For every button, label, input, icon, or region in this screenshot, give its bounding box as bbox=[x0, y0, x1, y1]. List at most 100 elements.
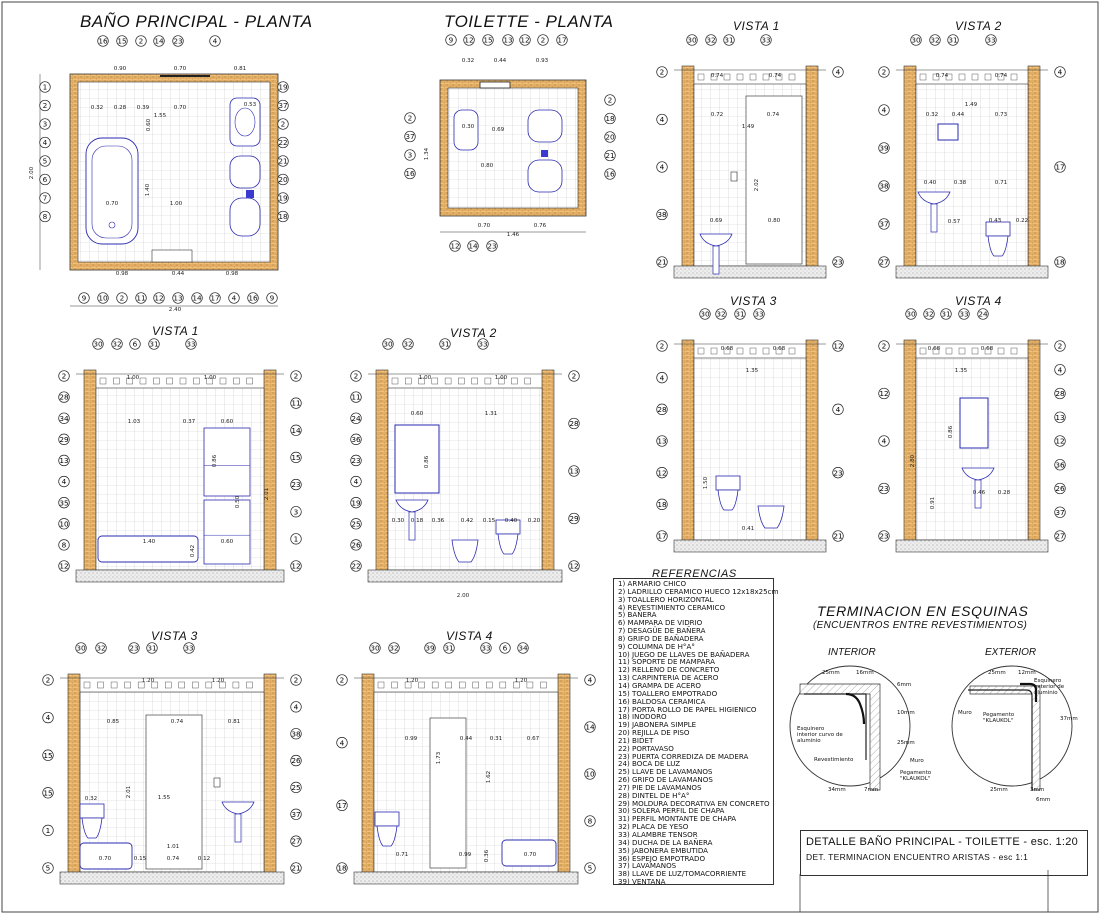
dimension-label: 0.70 bbox=[106, 201, 119, 207]
side-callout: 10 bbox=[584, 768, 596, 780]
callout-bubble bbox=[209, 35, 221, 47]
svg-text:28: 28 bbox=[569, 419, 579, 428]
svg-text:4: 4 bbox=[660, 373, 665, 382]
dimension-label: 1.03 bbox=[128, 419, 141, 425]
callout-bubble bbox=[228, 292, 240, 304]
svg-text:25: 25 bbox=[351, 519, 360, 528]
dimension-label: 0.70 bbox=[174, 66, 187, 72]
side-callout: 38 bbox=[878, 180, 890, 192]
wall-right bbox=[263, 369, 277, 571]
dimension-label: 0.81 bbox=[228, 719, 241, 725]
wall-right bbox=[1027, 339, 1041, 541]
callout-number: 23 bbox=[173, 37, 183, 46]
exterior-wall-section bbox=[969, 685, 1041, 791]
side-callout: 17 bbox=[1054, 161, 1066, 173]
reference-item: 33) ALAMBRE TENSOR bbox=[618, 830, 698, 839]
svg-text:5: 5 bbox=[588, 864, 593, 873]
dimension-label: 0.20 bbox=[528, 518, 541, 524]
int-muro-label: Muro bbox=[910, 758, 924, 764]
side-callout: 17 bbox=[336, 799, 348, 811]
dimension-label: 0.15 bbox=[134, 856, 147, 862]
callout-number: 30 bbox=[687, 36, 697, 45]
svg-text:4: 4 bbox=[354, 477, 359, 486]
floor-slab bbox=[59, 871, 285, 885]
svg-text:29: 29 bbox=[59, 435, 69, 444]
svg-text:21: 21 bbox=[291, 864, 300, 873]
wall-right bbox=[1027, 65, 1041, 267]
side-callout: 2 bbox=[568, 370, 580, 382]
callout-bubble bbox=[129, 338, 141, 350]
dimension-label: 0.74 bbox=[936, 73, 949, 79]
svg-text:26: 26 bbox=[351, 540, 361, 549]
side-callout: 36 bbox=[350, 433, 362, 445]
side-callout: 12 bbox=[1054, 435, 1066, 447]
dimension-label: 1.35 bbox=[746, 368, 759, 374]
title-bano-vista-1: VISTA 1 bbox=[152, 324, 199, 338]
title-toilette-vista-3: VISTA 3 bbox=[730, 294, 777, 308]
callout-number: 21 bbox=[278, 157, 287, 166]
dimension-label: 0.36 bbox=[484, 849, 490, 862]
svg-text:29: 29 bbox=[569, 514, 579, 523]
washbasin-icon bbox=[453, 109, 479, 151]
svg-text:4: 4 bbox=[294, 702, 299, 711]
callout-bubble bbox=[723, 34, 735, 46]
side-callout: 17 bbox=[656, 530, 668, 542]
callout-number: 12 bbox=[464, 36, 473, 45]
callout-number: 4 bbox=[43, 138, 48, 147]
callout-number: 9 bbox=[270, 294, 275, 303]
dimension-label: 0.98 bbox=[226, 271, 239, 277]
callout-number: 32 bbox=[706, 36, 715, 45]
reference-item: 7) DESAGÜE DE BAÑERA bbox=[618, 626, 706, 636]
reference-item: 30) SOLERA PERFIL DE CHAPA bbox=[618, 806, 725, 816]
side-callout: 12 bbox=[58, 560, 70, 572]
callout-bubble bbox=[910, 34, 922, 46]
svg-text:4: 4 bbox=[340, 738, 345, 747]
callout-number: 32 bbox=[716, 310, 725, 319]
side-callout: 13 bbox=[1054, 411, 1066, 423]
dimension-label: 0.80 bbox=[768, 218, 781, 224]
reference-item: 37) LAVAMANOS bbox=[618, 861, 677, 871]
bidet-icon bbox=[527, 159, 563, 193]
dimension-label: 0.32 bbox=[462, 58, 474, 64]
svg-text:28: 28 bbox=[657, 405, 667, 414]
callout-bubble bbox=[277, 81, 289, 93]
callout-number: 13 bbox=[173, 294, 183, 303]
callout-bubble bbox=[604, 112, 616, 125]
callout-bubble bbox=[923, 308, 935, 320]
reference-item: 4) REVESTIMIENTO CERAMICO bbox=[618, 602, 726, 612]
callout-bubble bbox=[402, 338, 414, 350]
dimension-label: 0.74 bbox=[171, 719, 184, 725]
side-callout: 22 bbox=[350, 560, 362, 572]
svg-text:35: 35 bbox=[59, 498, 68, 507]
side-callout: 29 bbox=[58, 433, 70, 445]
int-revestimiento-label: Revestimiento bbox=[814, 757, 854, 763]
callout-number: 2 bbox=[139, 37, 144, 46]
dimension-label: 0.70 bbox=[524, 852, 537, 858]
side-callout: 2 bbox=[336, 674, 348, 686]
toilet-icon bbox=[717, 489, 739, 511]
callout-number: 31 bbox=[735, 310, 744, 319]
side-callout: 28 bbox=[1054, 387, 1066, 400]
svg-text:15: 15 bbox=[43, 788, 52, 797]
callout-number: 2 bbox=[541, 36, 546, 45]
door-opening bbox=[151, 249, 193, 263]
callout-bubble bbox=[604, 149, 616, 162]
callout-number: 33 bbox=[478, 340, 488, 349]
callout-number: 32 bbox=[924, 310, 933, 319]
basin-pedestal-icon bbox=[974, 479, 982, 509]
callout-bubble bbox=[449, 240, 461, 252]
mirror-icon bbox=[937, 123, 959, 141]
callout-bubble bbox=[92, 338, 104, 350]
dimension-label: 0.28 bbox=[114, 105, 127, 111]
callout-bubble bbox=[153, 35, 165, 47]
callout-number: 11 bbox=[136, 294, 145, 303]
callout-number: 1 bbox=[43, 83, 48, 92]
svg-text:14: 14 bbox=[585, 723, 595, 732]
callout-number: 32 bbox=[403, 340, 412, 349]
side-callout: 15 bbox=[42, 749, 54, 761]
callout-bubble bbox=[277, 99, 289, 112]
int-dim-16: 16mm bbox=[856, 670, 874, 676]
